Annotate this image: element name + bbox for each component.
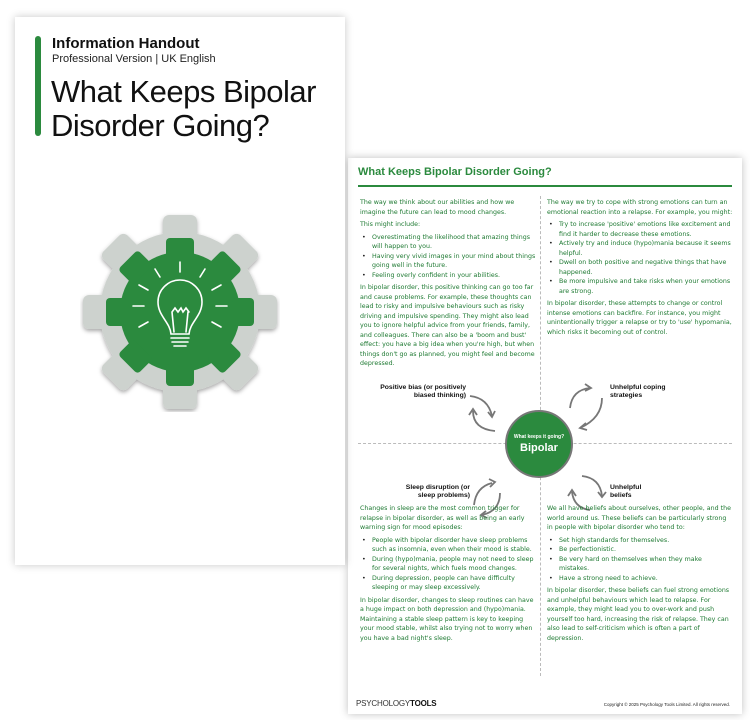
text: This might include: [360, 221, 421, 228]
text: The way we think about our abilities and… [360, 199, 515, 216]
text: The way we try to cope with strong emoti… [547, 199, 733, 216]
list-item: Be very hard on themselves when they mak… [547, 555, 733, 574]
center-subtitle: What keeps it going? [513, 434, 565, 440]
section-positive-bias: The way we think about our abilities and… [360, 198, 536, 372]
text: In bipolar disorder, changes to sleep ro… [360, 596, 534, 642]
label-coping: Unhelpful coping strategies [610, 384, 666, 399]
list-item: Having very vivid images in your mind ab… [360, 252, 536, 271]
section-sleep: Changes in sleep are the most common tri… [360, 504, 536, 646]
list-item: Dwell on both positive and negative thin… [547, 258, 733, 277]
gear-lightbulb-icon [83, 215, 277, 409]
text: In bipolar disorder, these attempts to c… [547, 300, 732, 336]
version-label: Professional Version | UK English [52, 53, 216, 65]
list-item: Try to increase 'positive' emotions like… [547, 220, 733, 239]
list-item: Have a strong need to achieve. [547, 574, 733, 584]
list-item: Be perfectionistic. [547, 545, 733, 555]
list-item: Be more impulsive and take risks when yo… [547, 277, 733, 296]
list-item: During depression, people can have diffi… [360, 574, 536, 593]
label-sleep: Sleep disruption (or sleep problems) [405, 484, 470, 499]
bipolar-center-circle: What keeps it going? Bipolar [505, 410, 573, 478]
section-beliefs: We all have beliefs about ourselves, oth… [547, 504, 733, 646]
psychology-tools-logo: PSYCHOLOGYTOOLS [356, 699, 437, 708]
text: In bipolar disorder, these beliefs can f… [547, 587, 730, 642]
logo-text-psychology: PSYCHOLOGY [356, 699, 411, 708]
text: We all have beliefs about ourselves, oth… [547, 505, 731, 531]
center-label: Bipolar [520, 442, 558, 454]
handout-cover-page: Information Handout Professional Version… [15, 17, 345, 565]
copyright: Copyright © 2025 Psychology Tools Limite… [603, 702, 730, 707]
cycle-arrows [468, 383, 607, 519]
list-item: Actively try and induce (hypo)mania beca… [547, 239, 733, 258]
list-item: Feeling overly confident in your abiliti… [360, 271, 536, 281]
logo-text-tools: TOOLS [410, 699, 437, 708]
title-divider [358, 185, 732, 187]
handout-page-2: What Keeps Bipolar Disorder Going? The w… [348, 158, 742, 714]
text: Changes in sleep are the most common tri… [360, 505, 525, 531]
list-item: Overestimating the likelihood that amazi… [360, 233, 536, 252]
accent-bar [35, 36, 41, 136]
cover-title-line-2: Disorder Going? [51, 108, 270, 143]
text: In bipolar disorder, this positive think… [360, 284, 535, 367]
cover-title-line-1: What Keeps Bipolar [51, 74, 316, 109]
handout-label: Information Handout [52, 35, 200, 52]
page-title: What Keeps Bipolar Disorder Going? [358, 166, 552, 178]
section-coping: The way we try to cope with strong emoti… [547, 198, 733, 340]
list-item: Set high standards for themselves. [547, 536, 733, 546]
list-item: During (hypo)mania, people may not need … [360, 555, 536, 574]
label-positive-bias: Positive bias (or positively biased thin… [380, 384, 466, 399]
label-beliefs: Unhelpful beliefs [610, 484, 642, 499]
list-item: People with bipolar disorder have sleep … [360, 536, 536, 555]
